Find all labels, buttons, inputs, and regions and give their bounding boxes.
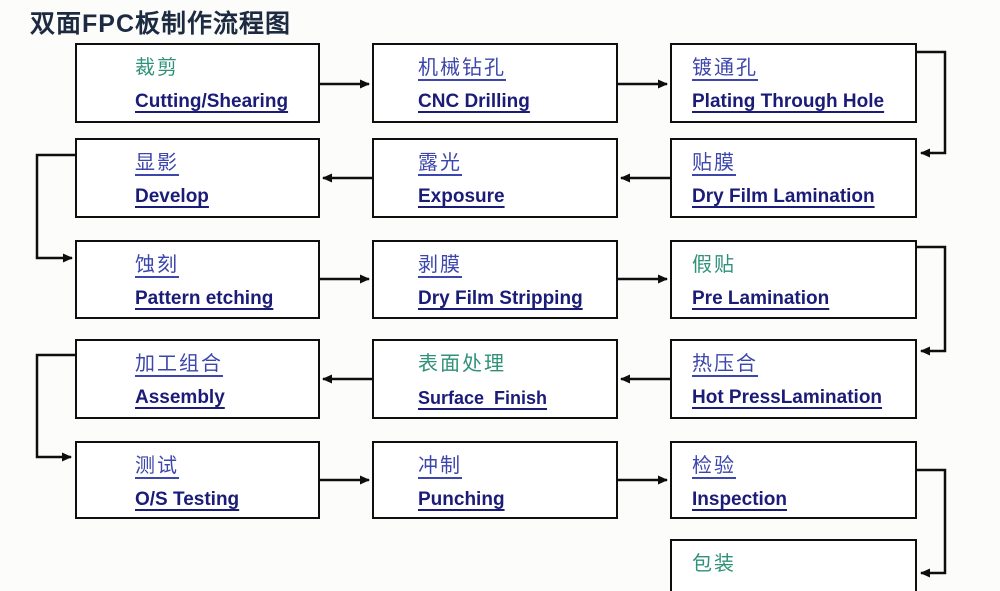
hot-press-lamination-cn-label: 热压合: [692, 353, 758, 375]
page-title: 双面FPC板制作流程图: [30, 10, 292, 38]
plating-through-hole-en-label: Plating Through Hole: [692, 91, 885, 112]
flow-box-hot-press-lamination: 热压合 Hot PressLamination: [670, 339, 917, 419]
punching-en-label: Punching: [418, 489, 505, 510]
dry-film-stripping-cn-label: 剥膜: [418, 254, 462, 276]
cutting-en-label: Cutting/Shearing: [135, 91, 289, 112]
punching-cn-label: 冲制: [418, 455, 462, 477]
flow-box-plating-through-hole: 镀通孔 Plating Through Hole: [670, 43, 917, 123]
cnc-drilling-en-label: CNC Drilling: [418, 91, 530, 112]
flow-box-cutting: 裁剪 Cutting/Shearing: [75, 43, 320, 123]
surface-finish-cn-label: 表面处理: [418, 353, 506, 375]
pattern-etching-cn-label: 蚀刻: [135, 254, 179, 276]
flow-box-pattern-etching: 蚀刻 Pattern etching: [75, 240, 320, 319]
exposure-cn-label: 露光: [418, 152, 462, 174]
pre-lamination-cn-label: 假贴: [692, 254, 736, 276]
flow-box-assembly: 加工组合 Assembly: [75, 339, 320, 419]
flow-box-exposure: 露光 Exposure: [372, 138, 618, 218]
flow-box-punching: 冲制 Punching: [372, 441, 618, 519]
assembly-cn-label: 加工组合: [135, 353, 223, 375]
cutting-cn-label: 裁剪: [135, 57, 179, 79]
dry-film-stripping-en-label: Dry Film Stripping: [418, 288, 583, 309]
develop-en-label: Develop: [135, 186, 209, 207]
packing-cn-label: 包装: [692, 553, 736, 575]
flow-box-surface-finish: 表面处理 Surface Finish: [372, 339, 618, 419]
arrow-inspection-to-packing: [917, 468, 947, 578]
arrow-assembly-to-os-testing: [35, 353, 75, 462]
arrow-pre-lamination-to-hot-press: [917, 245, 947, 356]
hot-press-lamination-en-label: Hot PressLamination: [692, 387, 883, 408]
flow-box-inspection: 检验 Inspection: [670, 441, 917, 519]
flow-box-develop: 显影 Develop: [75, 138, 320, 218]
os-testing-cn-label: 测试: [135, 455, 179, 477]
dry-film-lamination-cn-label: 贴膜: [692, 152, 736, 174]
cnc-drilling-cn-label: 机械钻孔: [418, 57, 506, 79]
surface-finish-en-label: Surface Finish: [418, 388, 548, 408]
inspection-cn-label: 检验: [692, 455, 736, 477]
plating-through-hole-cn-label: 镀通孔: [692, 57, 758, 79]
inspection-en-label: Inspection: [692, 489, 788, 510]
flow-box-cnc-drilling: 机械钻孔 CNC Drilling: [372, 43, 618, 123]
flow-box-dry-film-lamination: 贴膜 Dry Film Lamination: [670, 138, 917, 218]
flow-box-os-testing: 测试 O/S Testing: [75, 441, 320, 519]
flow-box-pre-lamination: 假贴 Pre Lamination: [670, 240, 917, 319]
flow-box-packing: 包装: [670, 539, 917, 591]
os-testing-en-label: O/S Testing: [135, 489, 240, 510]
exposure-en-label: Exposure: [418, 186, 505, 207]
arrow-develop-to-pattern-etching: [35, 153, 75, 263]
pre-lamination-en-label: Pre Lamination: [692, 288, 830, 309]
develop-cn-label: 显影: [135, 152, 179, 174]
dry-film-lamination-en-label: Dry Film Lamination: [692, 186, 875, 207]
assembly-en-label: Assembly: [135, 387, 225, 408]
arrow-plating-to-dry-film-lamination: [917, 50, 947, 158]
pattern-etching-en-label: Pattern etching: [135, 288, 274, 309]
flow-box-dry-film-stripping: 剥膜 Dry Film Stripping: [372, 240, 618, 319]
